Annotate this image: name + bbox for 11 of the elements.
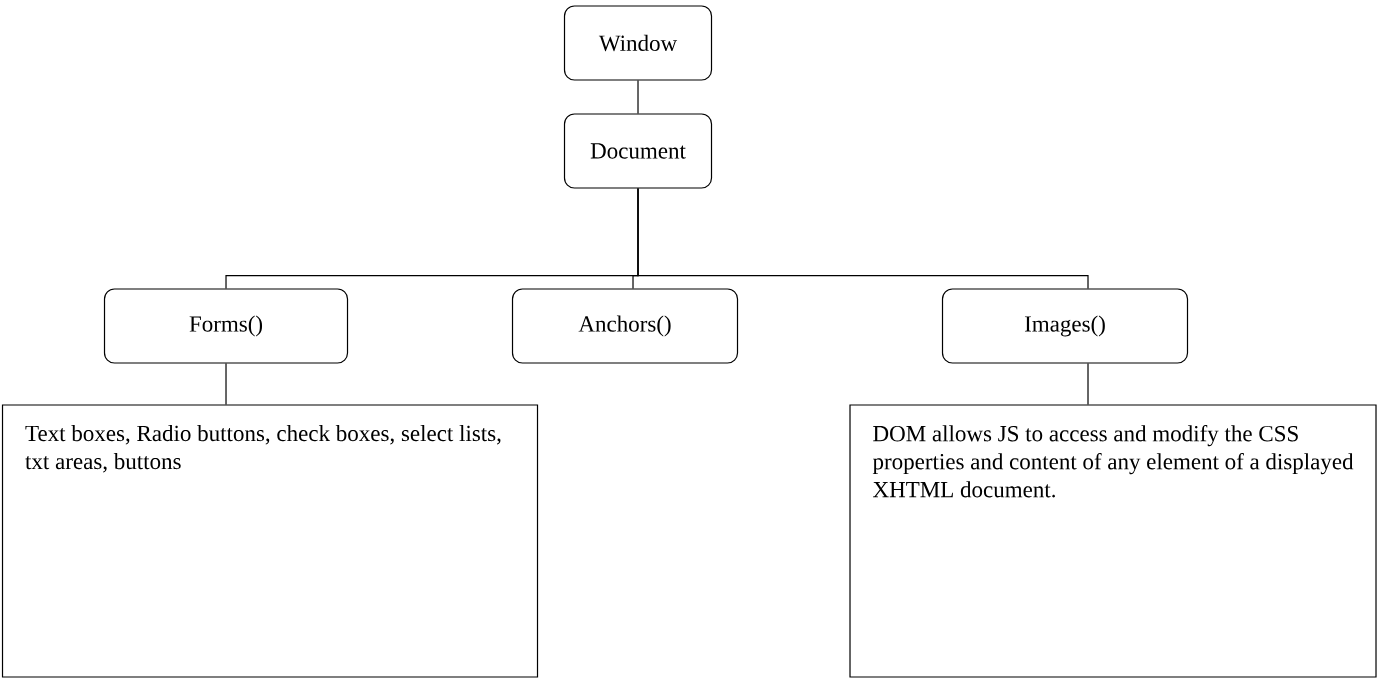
connector-line (225, 363, 227, 405)
object-box: Window (563, 5, 713, 81)
object-box: Document (563, 113, 713, 189)
note-box: DOM allows JS to access and modify the CSS properties and content of any element of a displayed XHTML document. (849, 404, 1377, 678)
object-box: Anchors() (511, 288, 739, 364)
object-box: Forms() (103, 288, 349, 364)
connector-line (1087, 363, 1089, 405)
note-box: Text boxes, Radio buttons, check boxes, select lists, txt areas, buttons (1, 404, 539, 678)
object-box: Images() (941, 288, 1189, 364)
connector-line (637, 80, 639, 114)
connector-line (637, 188, 1089, 289)
